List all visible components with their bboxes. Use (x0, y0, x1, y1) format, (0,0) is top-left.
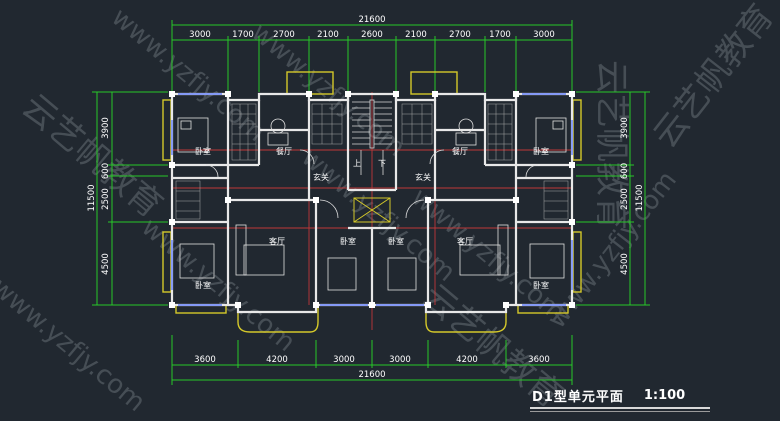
room-label-living: 客厅 (457, 236, 473, 246)
left-dimension-chain (92, 91, 168, 306)
dim-bottom-seg: 3000 (389, 355, 411, 365)
room-label-bedroom: 卧室 (195, 280, 211, 290)
stairwell (352, 99, 392, 175)
dim-top-seg: 2100 (317, 30, 339, 40)
dim-right-seg: 3900 (620, 117, 630, 139)
dim-bottom-seg: 3000 (333, 355, 355, 365)
title-underline (530, 407, 710, 409)
drawing-title: D1型单元平面 (532, 389, 624, 405)
dim-top-seg: 1700 (489, 30, 511, 40)
watermark-url: www.yzfjy.com (642, 0, 780, 4)
room-label-bedroom: 卧室 (340, 236, 356, 246)
right-dimension-chain (576, 91, 650, 306)
room-label-entry: 玄关 (415, 172, 431, 182)
dim-bottom-seg: 4200 (456, 355, 478, 365)
dim-right-seg: 4500 (620, 253, 630, 275)
room-label-dining: 餐厅 (276, 147, 292, 156)
dim-bottom-total: 21600 (358, 370, 385, 380)
furniture (177, 117, 567, 291)
stair-label-up: 上 (353, 159, 361, 168)
watermark-url: www.yzfjy.com (106, 2, 271, 147)
dim-right-total: 11500 (635, 184, 645, 211)
dim-top-seg: 3000 (189, 30, 211, 40)
bathroom-tiles (175, 103, 569, 220)
dim-right-seg: 2500 (620, 188, 630, 210)
drawing-title-block: D1型单元平面 1:100 (532, 384, 710, 406)
dim-bottom-seg: 3600 (528, 355, 550, 365)
window-glass (171, 93, 573, 306)
dim-top-seg: 2700 (273, 30, 295, 40)
dim-left-seg: 4500 (101, 253, 111, 275)
drawing-scale: 1:100 (643, 387, 686, 403)
watermark-brand: 云艺帆教育 (646, 0, 780, 156)
dim-top-seg: 3000 (533, 30, 555, 40)
watermark-brand: 云艺帆教育 (591, 60, 631, 230)
elevator-shaft (353, 197, 391, 223)
structural-columns (169, 91, 575, 308)
dim-right-seg: 600 (620, 163, 630, 179)
bottom-dimension-chain (171, 335, 573, 385)
dim-top-seg: 2100 (405, 30, 427, 40)
watermark-url: www.yzfjy.com (0, 272, 151, 417)
stair-label-down: 下 (378, 159, 386, 168)
dim-left-seg: 3900 (101, 117, 111, 139)
dim-left-seg: 2500 (101, 188, 111, 210)
dim-top-total: 21600 (358, 15, 385, 25)
room-label-living: 客厅 (269, 236, 285, 246)
room-label-bedroom: 卧室 (533, 280, 549, 290)
dim-top-seg: 2700 (449, 30, 471, 40)
dim-left-seg: 600 (101, 163, 111, 179)
room-label-bedroom: 卧室 (195, 146, 211, 156)
dim-left-total: 11500 (87, 184, 97, 211)
room-label-bedroom: 卧室 (533, 146, 549, 156)
watermark-url: www.yzfjy.com (136, 212, 301, 357)
room-label-bedroom: 卧室 (388, 236, 404, 246)
room-label-dining: 餐厅 (452, 147, 468, 156)
room-label-entry: 玄关 (313, 172, 329, 182)
top-dimension-chain (171, 20, 573, 95)
dim-bottom-seg: 4200 (266, 355, 288, 365)
dim-top-seg: 1700 (232, 30, 254, 40)
dim-top-seg: 2600 (361, 30, 383, 40)
dim-bottom-seg: 3600 (194, 355, 216, 365)
title-underline-thin (530, 411, 710, 412)
